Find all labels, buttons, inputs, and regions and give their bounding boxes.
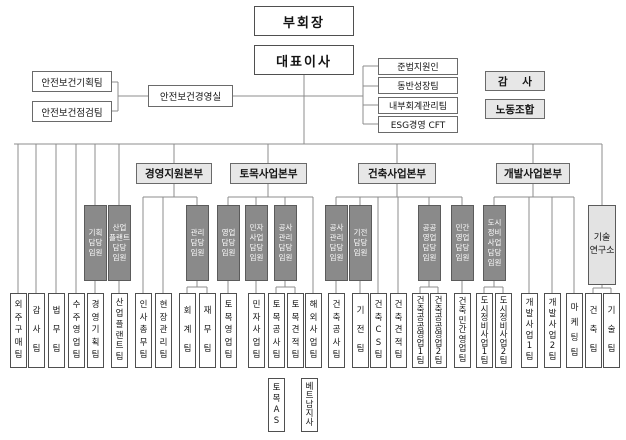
shared-growth-team-box: 동반성장팀 <box>378 77 458 94</box>
safety-planning-team-box: 안전보건기획팀 <box>32 71 112 92</box>
tech-research-lab-box: 기술 연구소 <box>588 205 616 285</box>
division-civil: 토목사업본부 <box>230 163 307 184</box>
exec-planning: 기획 담당 임원 <box>84 205 107 281</box>
exec-public-sales: 공공 영업 담당 임원 <box>418 205 441 281</box>
exec-industrial-plant: 산업 플랜트 담당 임원 <box>108 205 131 281</box>
exec-private-investment: 민자 사업 담당 임원 <box>245 205 268 281</box>
exec-urban-renewal: 도시 정비 사업 담당 임원 <box>483 205 506 281</box>
exec-mech-elec: 기전 담당 임원 <box>349 205 372 281</box>
division-architecture: 건축사업본부 <box>358 163 436 184</box>
exec-private-sales: 민간 영업 담당 임원 <box>451 205 474 281</box>
safety-office-box: 안전보건경영실 <box>148 85 233 107</box>
internal-accounting-team-box: 내부회계관리팀 <box>378 97 458 114</box>
exec-admin: 관리 담당 임원 <box>186 205 209 281</box>
labor-union-box: 노동조합 <box>485 99 545 119</box>
safety-inspection-team-box: 안전보건점검팀 <box>32 101 112 122</box>
ceo-box: 대표이사 <box>254 45 354 75</box>
audit-box: 감 사 <box>485 71 545 91</box>
exec-construction-mgmt-civil: 공사 관리 담당 임원 <box>274 205 297 281</box>
compliance-officer-box: 준법지원인 <box>378 58 458 75</box>
division-development: 개발사업본부 <box>496 163 570 184</box>
esg-cft-box: ESG경영 CFT <box>378 116 458 133</box>
exec-construction-mgmt-arch: 공사 관리 담당 임원 <box>325 205 348 281</box>
vice-chairman-box: 부회장 <box>254 6 354 36</box>
division-mgmt-support: 경영지원본부 <box>136 163 212 184</box>
exec-sales: 영업 담당 임원 <box>217 205 240 281</box>
